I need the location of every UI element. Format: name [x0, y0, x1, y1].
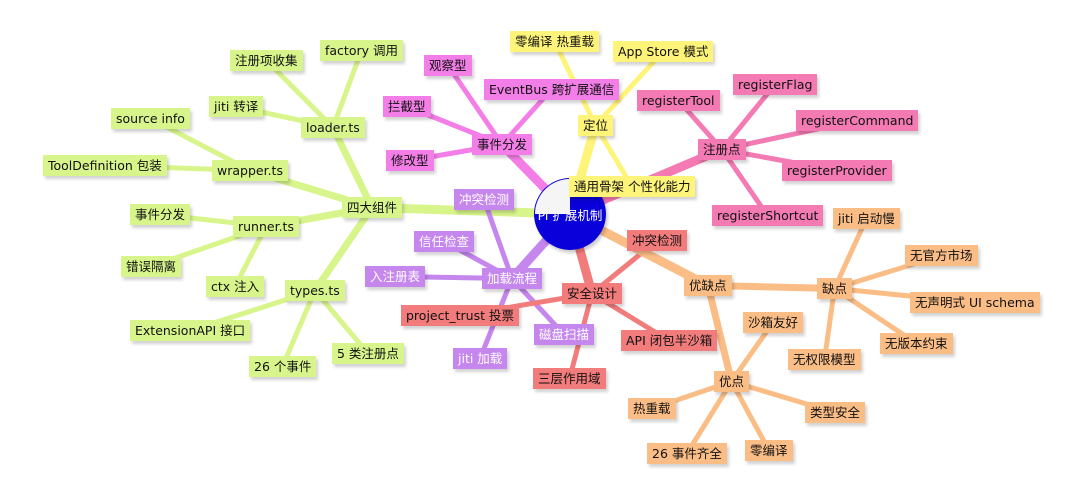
node-zero-compile-hot-reload[interactable]: 零编译 热重载 [510, 31, 599, 52]
node-conflict-check-load[interactable]: 冲突检测 [454, 189, 515, 210]
node-event-dispatch[interactable]: 事件分发 [130, 204, 191, 225]
connector-observer [445, 63, 505, 147]
node-source-info[interactable]: source info [111, 108, 190, 129]
node-interceptor[interactable]: 拦截型 [383, 96, 431, 117]
node-tradeoffs[interactable]: 优缺点 [684, 275, 732, 296]
node-factory-call[interactable]: factory 调用 [320, 40, 403, 61]
node-events[interactable]: 事件分发 [472, 134, 533, 155]
connector-registerflag [719, 82, 778, 152]
node-ctx-inject[interactable]: ctx 注入 [206, 276, 265, 297]
node-pros[interactable]: 优点 [714, 371, 750, 392]
node-into-registry[interactable]: 入注册表 [365, 266, 426, 287]
node-registertool[interactable]: registerTool [637, 90, 720, 111]
node-zero-compile[interactable]: 零编译 [745, 440, 793, 461]
node-type-safety[interactable]: 类型安全 [805, 402, 866, 423]
node-app-store-mode[interactable]: App Store 模式 [613, 41, 714, 62]
node-sandbox-friendly[interactable]: 沙箱友好 [743, 312, 804, 333]
node-project-trust-vote[interactable]: project_trust 投票 [401, 305, 519, 326]
connector-zero-compile [729, 379, 772, 453]
node-registerprovider[interactable]: registerProvider [782, 160, 892, 181]
connector-app-store-mode [593, 49, 666, 128]
node-components[interactable]: 四大组件 [342, 197, 403, 218]
node-modifier[interactable]: 修改型 [386, 150, 434, 171]
connector-26-events [280, 288, 318, 369]
node-hot-reload[interactable]: 热重载 [628, 398, 676, 419]
node-jiti-slow-start[interactable]: jiti 启动慢 [833, 208, 900, 229]
node-no-version-constraint[interactable]: 无版本约束 [880, 333, 953, 354]
node-registershortcut[interactable]: registerShortcut [712, 205, 824, 226]
connector-factory-call [330, 48, 364, 130]
connector-types [311, 204, 376, 294]
node-registration[interactable]: 注册点 [698, 139, 746, 160]
node-loader[interactable]: loader.ts [301, 117, 365, 138]
connector-pros [704, 282, 735, 385]
node-no-declarative-ui[interactable]: 无声明式 UI schema [910, 292, 1040, 313]
node-conflict-check-security[interactable]: 冲突检测 [627, 230, 688, 251]
node-disk-scan[interactable]: 磁盘扫描 [534, 324, 595, 345]
node-positioning[interactable]: 定位 [578, 115, 614, 136]
connector-registershortcut [719, 147, 770, 218]
connector-no-permission-model [822, 286, 837, 362]
node-26-events-complete[interactable]: 26 事件齐全 [647, 443, 727, 464]
connector-26-events-complete [684, 379, 734, 456]
node-loading[interactable]: 加载流程 [482, 268, 543, 289]
node-observer[interactable]: 观察型 [424, 55, 472, 76]
node-wrapper[interactable]: wrapper.ts [212, 160, 288, 181]
node-extensionapi[interactable]: ExtensionAPI 接口 [130, 320, 251, 341]
node-no-permission-model[interactable]: 无权限模型 [788, 349, 861, 370]
connector-jiti-slow-start [832, 216, 869, 291]
node-error-isolation[interactable]: 错误隔离 [121, 256, 182, 277]
node-runner[interactable]: runner.ts [233, 216, 299, 237]
node-collect-registrations[interactable]: 注册项收集 [230, 50, 303, 71]
node-jiti-transpile[interactable]: jiti 转译 [209, 96, 264, 117]
node-eventbus[interactable]: EventBus 跨扩展通信 [484, 79, 620, 100]
node-three-scopes[interactable]: 三层作用域 [533, 368, 606, 389]
node-registercommand[interactable]: registerCommand [796, 110, 919, 131]
node-jiti-load[interactable]: jiti 加载 [453, 348, 508, 369]
node-api-closure-sandbox[interactable]: API 闭包半沙箱 [621, 330, 718, 351]
node-no-official-market[interactable]: 无官方市场 [905, 245, 978, 266]
node-trust-check[interactable]: 信任检查 [414, 231, 475, 252]
node-general-skeleton[interactable]: 通用骨架 个性化能力 [569, 176, 696, 197]
node-cons[interactable]: 缺点 [817, 278, 853, 299]
connector-conflict-check-load [481, 197, 515, 281]
node-5-registration-points[interactable]: 5 类注册点 [332, 343, 404, 364]
node-26-events[interactable]: 26 个事件 [249, 356, 317, 377]
node-tooldefinition-wrap[interactable]: ToolDefinition 包装 [43, 155, 167, 176]
node-security[interactable]: 安全设计 [562, 283, 623, 304]
node-types[interactable]: types.ts [285, 280, 345, 301]
node-registerflag[interactable]: registerFlag [733, 74, 818, 95]
connector-loader [329, 124, 376, 211]
connector-collect-registrations [264, 58, 336, 130]
